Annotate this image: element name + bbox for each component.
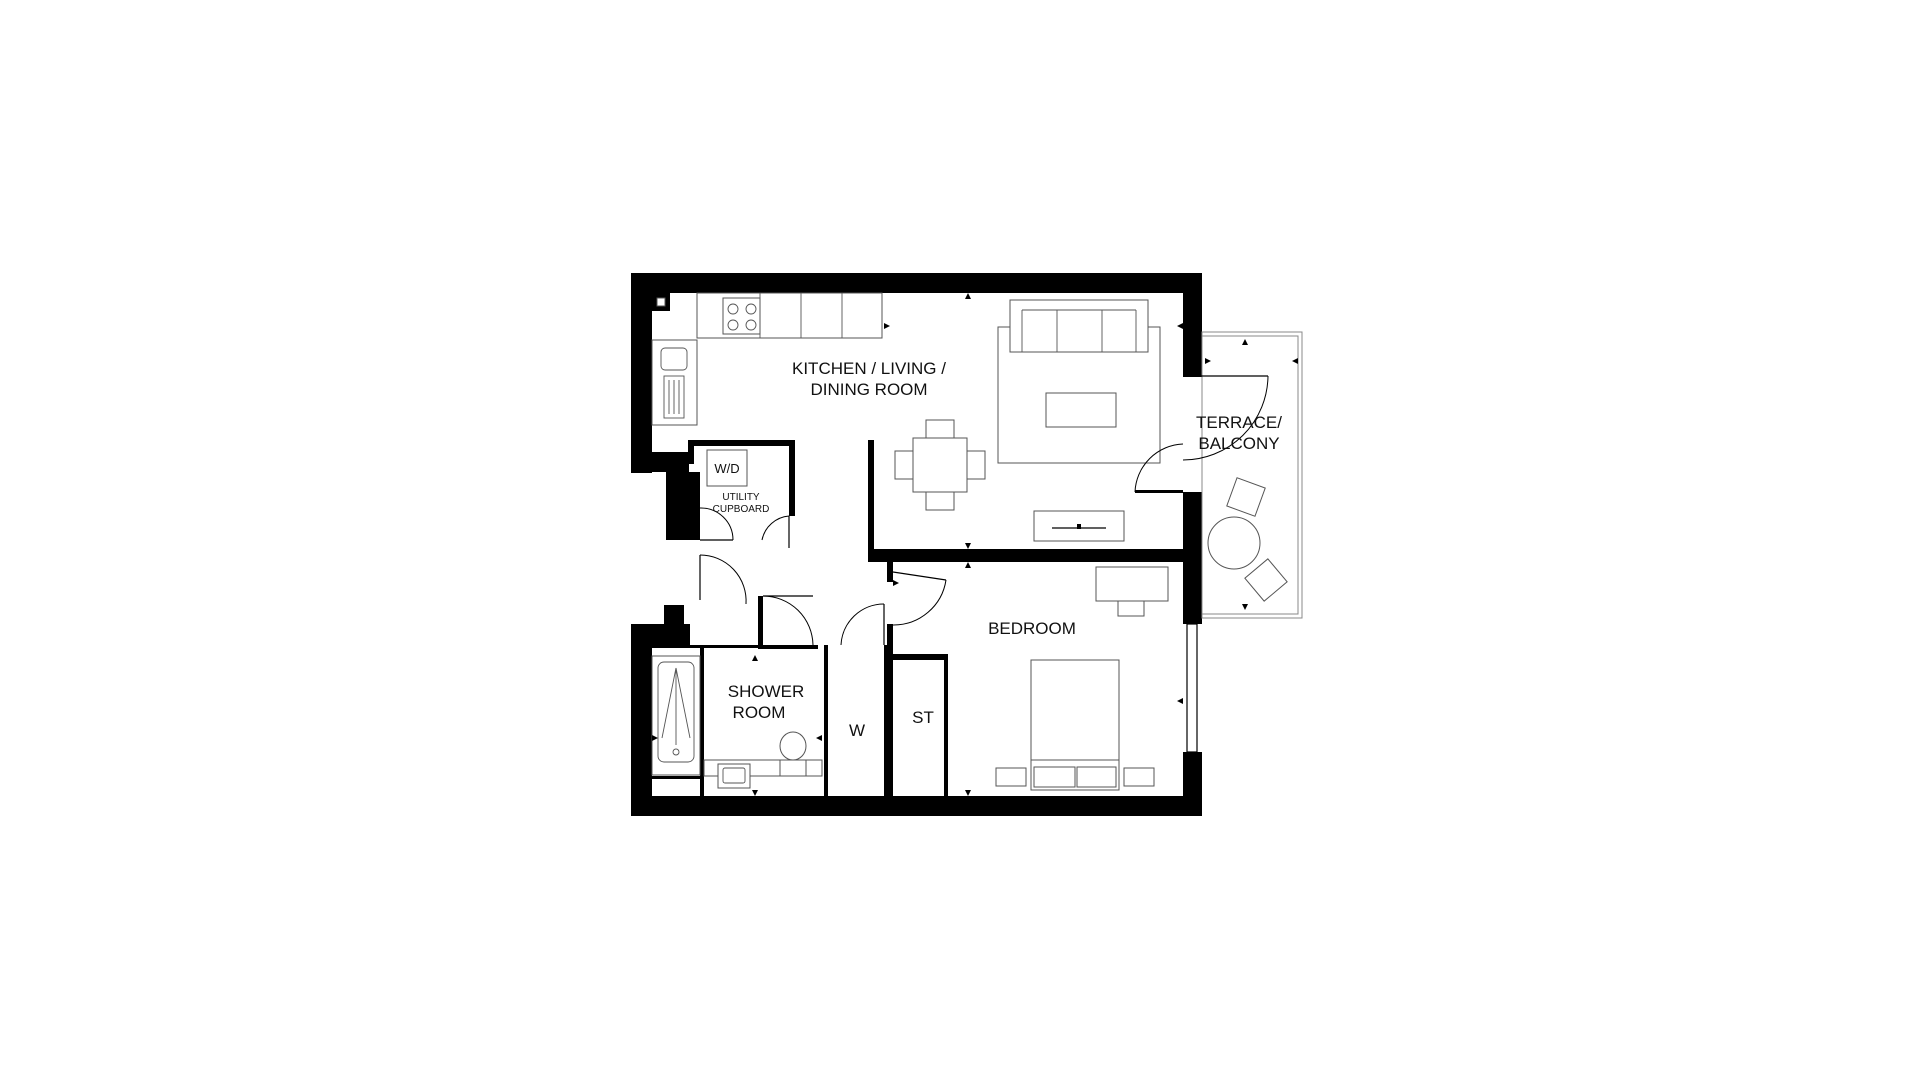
shower-tray-icon xyxy=(657,661,695,763)
utility-label-line1: UTILITY xyxy=(722,492,760,503)
bedroom-label: BEDROOM xyxy=(988,619,1076,638)
living-furniture xyxy=(894,299,1161,542)
terrace xyxy=(1201,331,1303,619)
dining-table xyxy=(912,437,968,493)
kitchen-label-line1: KITCHEN / LIVING / xyxy=(792,359,946,378)
terrace-label-line2: BALCONY xyxy=(1198,434,1279,453)
terrace-label-line1: TERRACE/ xyxy=(1196,413,1282,432)
external-walls xyxy=(631,273,1202,816)
desk xyxy=(1095,566,1169,602)
washer-dryer-icon xyxy=(706,449,748,487)
internal-walls xyxy=(631,373,1202,796)
utility-label-line2: CUPBOARD xyxy=(713,504,770,515)
bedroom-furniture xyxy=(995,566,1169,791)
toilet-icon xyxy=(779,731,807,761)
shower-room-label-line2: ROOM xyxy=(733,703,786,722)
shower-room-label-line1: SHOWER xyxy=(728,682,805,701)
sofa-icon xyxy=(1009,299,1149,353)
utility-cupboard xyxy=(706,449,748,487)
coffee-table xyxy=(1045,392,1117,428)
kitchen-units xyxy=(651,292,883,426)
store-label: ST xyxy=(912,708,934,727)
terrace-table xyxy=(1207,516,1261,570)
shower-fixtures xyxy=(651,655,823,789)
wardrobe-label: W xyxy=(849,721,865,740)
room-labels: KITCHEN / LIVING / DINING ROOM TERRACE/ … xyxy=(713,359,1283,740)
washer-dryer-label: W/D xyxy=(714,461,739,476)
kitchen-label-line2: DINING ROOM xyxy=(810,380,927,399)
sink-icon xyxy=(660,347,688,371)
dimension-markers xyxy=(652,293,1298,796)
door-swings xyxy=(699,375,1269,646)
